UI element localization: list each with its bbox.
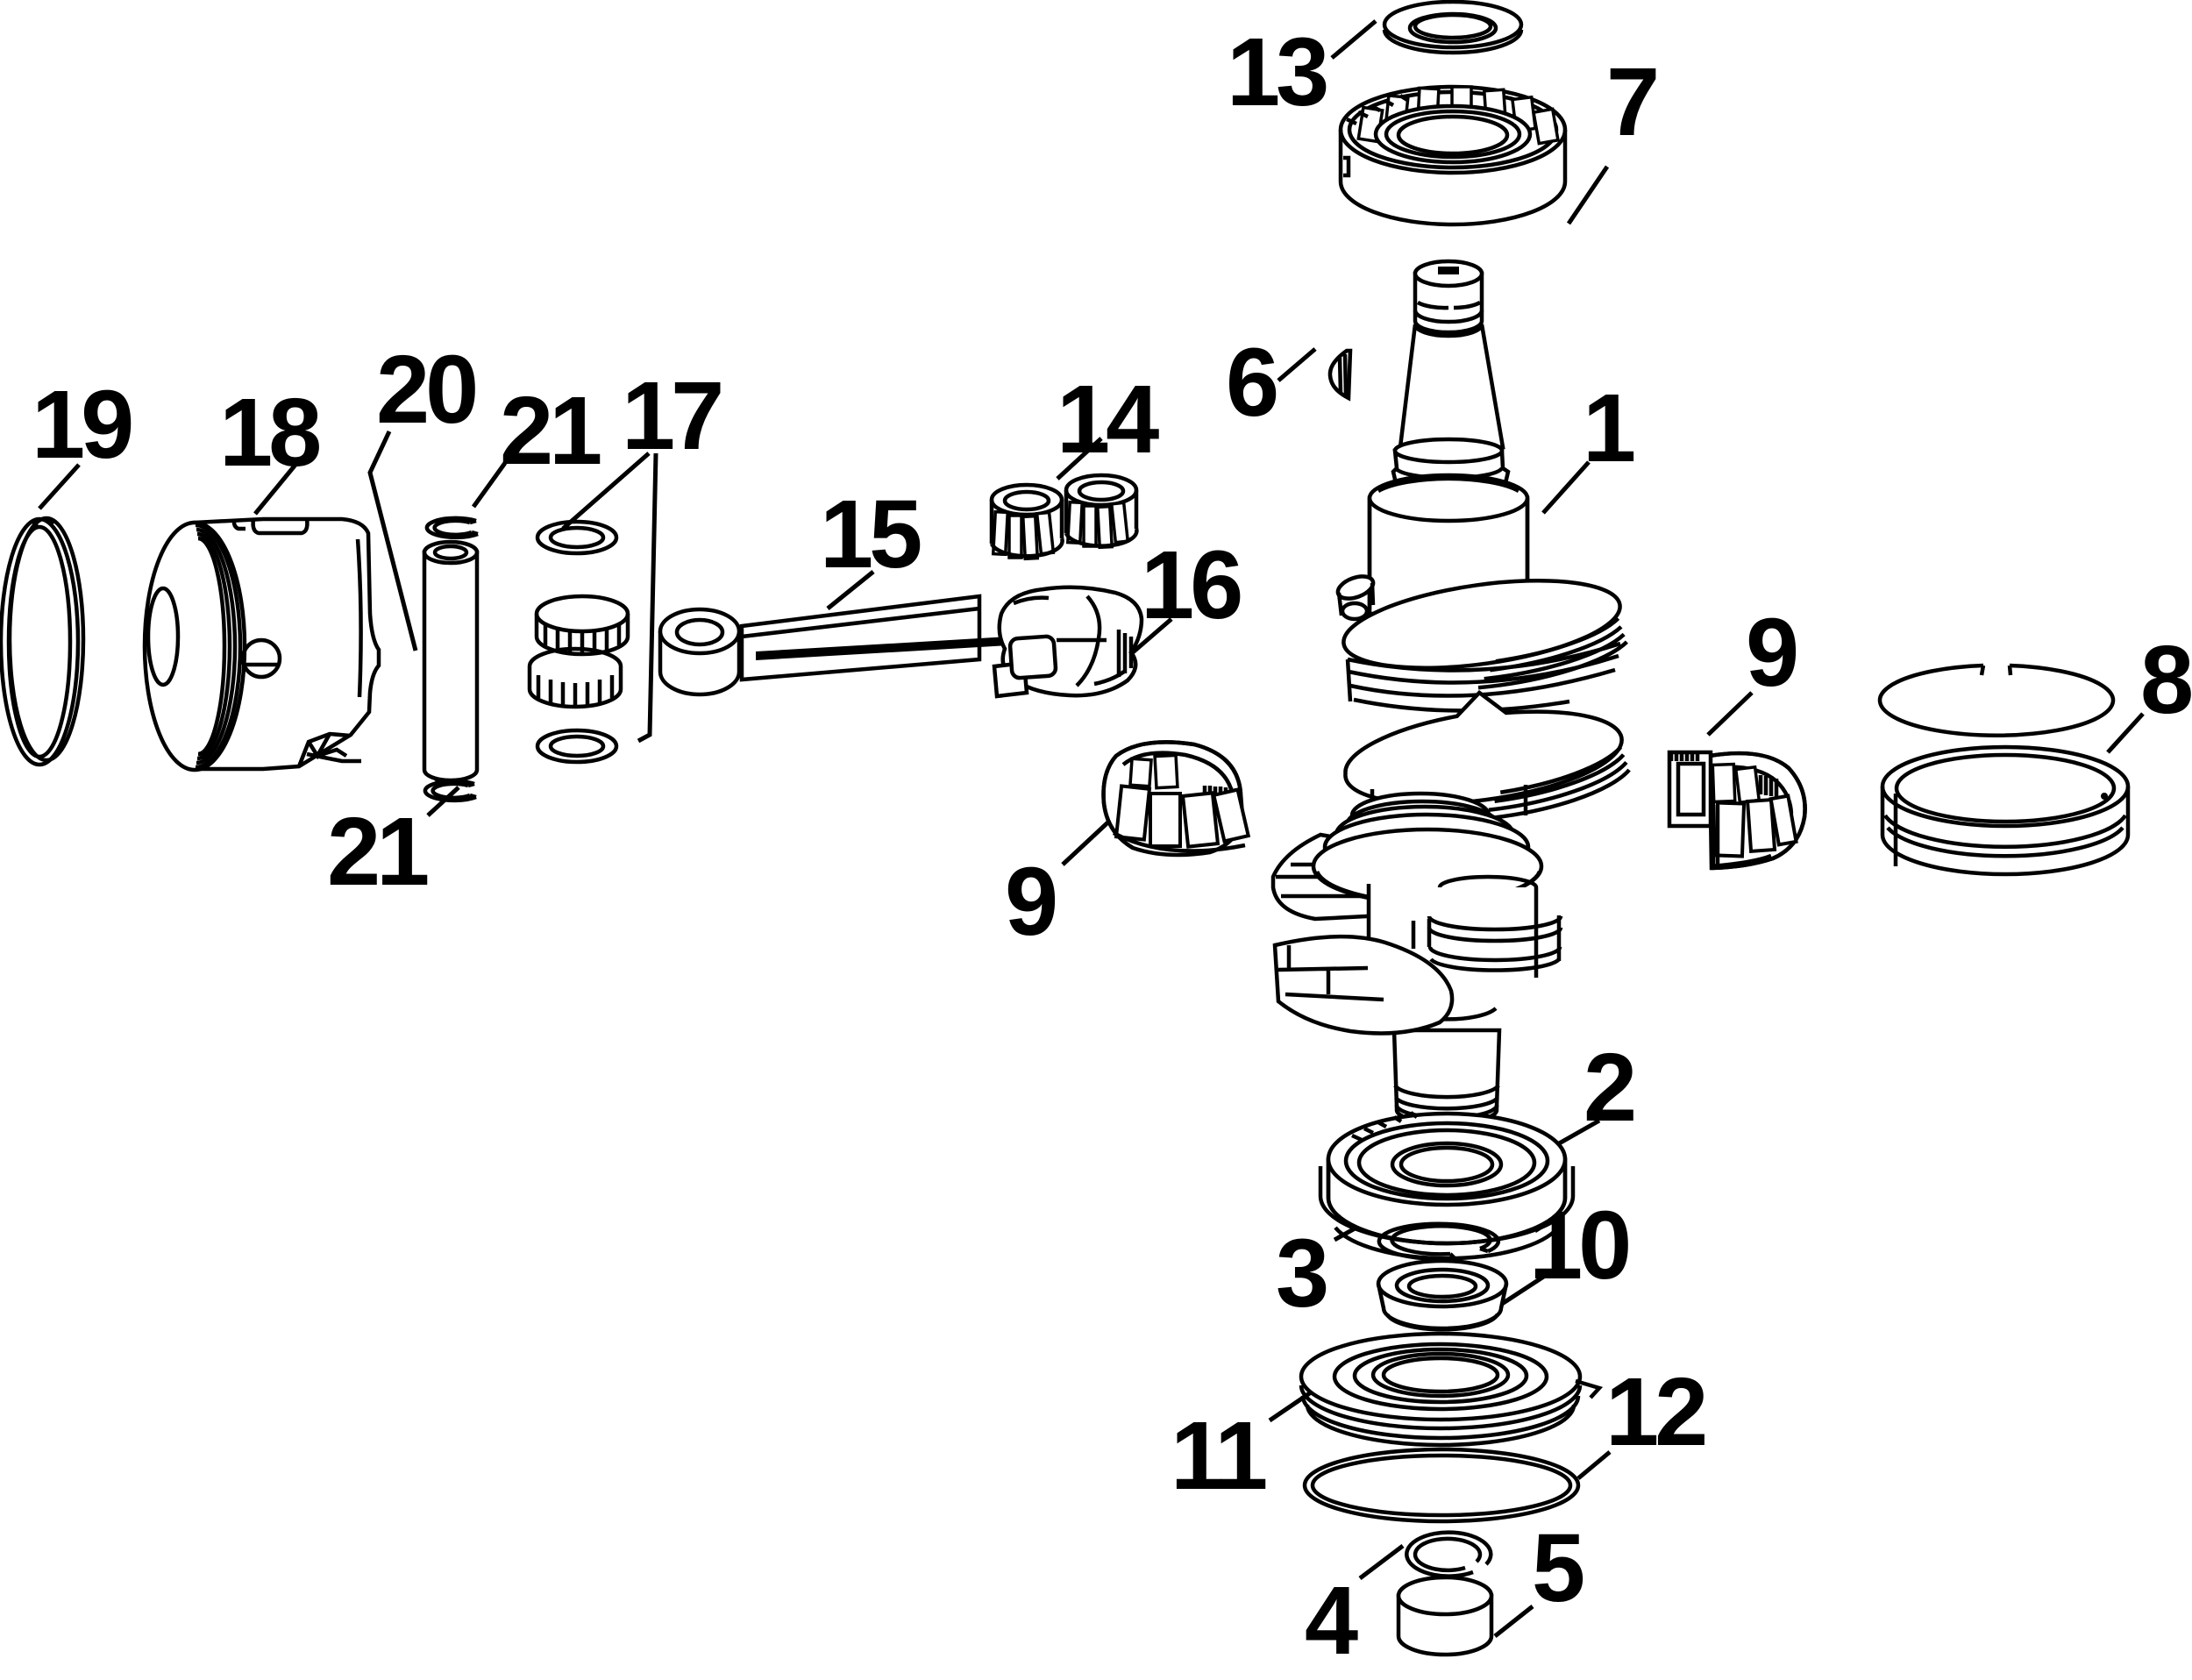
svg-text:13: 13 xyxy=(1227,18,1327,126)
svg-text:16: 16 xyxy=(1141,531,1241,639)
svg-text:9: 9 xyxy=(1005,848,1056,956)
svg-text:18: 18 xyxy=(219,379,319,487)
svg-text:3: 3 xyxy=(1276,1220,1327,1328)
svg-text:11: 11 xyxy=(1171,1402,1266,1510)
svg-text:20: 20 xyxy=(376,336,475,444)
svg-text:17: 17 xyxy=(622,362,721,470)
svg-text:6: 6 xyxy=(1226,329,1277,437)
svg-text:4: 4 xyxy=(1305,1567,1358,1675)
svg-text:8: 8 xyxy=(2140,626,2191,734)
svg-text:12: 12 xyxy=(1605,1358,1704,1466)
svg-text:21: 21 xyxy=(327,798,428,906)
svg-text:9: 9 xyxy=(1746,599,1797,707)
svg-text:1: 1 xyxy=(1583,374,1634,482)
svg-text:15: 15 xyxy=(820,481,921,588)
svg-text:14: 14 xyxy=(1057,366,1159,473)
svg-text:5: 5 xyxy=(1532,1514,1584,1622)
svg-text:21: 21 xyxy=(500,377,601,485)
svg-text:7: 7 xyxy=(1606,48,1656,156)
svg-text:19: 19 xyxy=(32,371,132,479)
